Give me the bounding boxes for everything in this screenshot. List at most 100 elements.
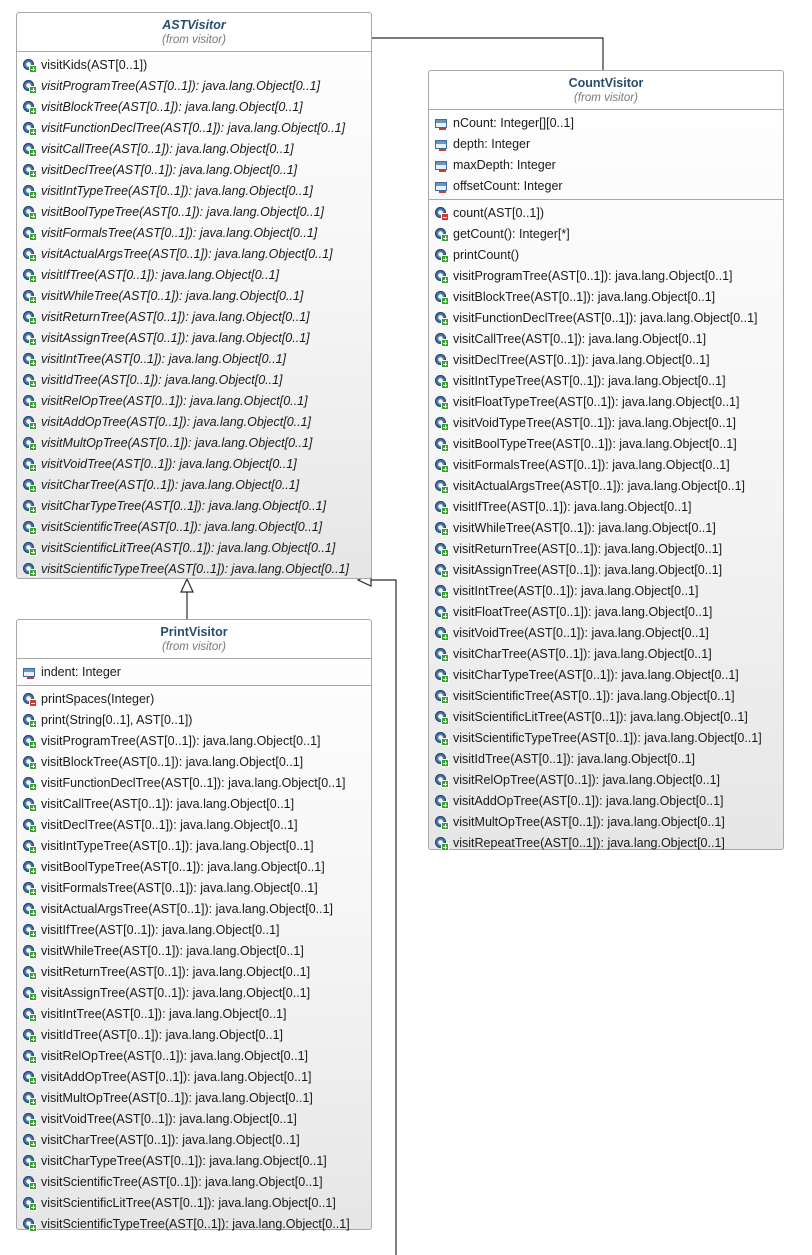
operation-row[interactable]: visitRelOpTree(AST[0..1]): java.lang.Obj… bbox=[429, 770, 783, 791]
class-printvisitor[interactable]: PrintVisitor (from visitor) indent: Inte… bbox=[16, 619, 372, 1232]
operation-row[interactable]: visitFormalsTree(AST[0..1]): java.lang.O… bbox=[429, 455, 783, 476]
operation-row[interactable]: visitRelOpTree(AST[0..1]): java.lang.Obj… bbox=[17, 391, 371, 412]
public-operation-icon bbox=[435, 291, 449, 305]
operation-row[interactable]: visitActualArgsTree(AST[0..1]): java.lan… bbox=[17, 899, 371, 920]
operation-row[interactable]: visitBlockTree(AST[0..1]): java.lang.Obj… bbox=[17, 97, 371, 118]
operation-row[interactable]: visitDeclTree(AST[0..1]): java.lang.Obje… bbox=[17, 815, 371, 836]
operation-text: visitScientificTypeTree(AST[0..1]): java… bbox=[41, 562, 349, 576]
operation-row[interactable]: visitWhileTree(AST[0..1]): java.lang.Obj… bbox=[17, 941, 371, 962]
operation-row[interactable]: visitProgramTree(AST[0..1]): java.lang.O… bbox=[17, 731, 371, 752]
operation-row[interactable]: visitCharTypeTree(AST[0..1]): java.lang.… bbox=[17, 496, 371, 517]
attribute-row[interactable]: maxDepth: Integer bbox=[429, 155, 783, 176]
attribute-row[interactable]: nCount: Integer[][0..1] bbox=[429, 113, 783, 134]
operation-row[interactable]: visitReturnTree(AST[0..1]): java.lang.Ob… bbox=[429, 539, 783, 560]
operation-row[interactable]: visitScientificLitTree(AST[0..1]): java.… bbox=[17, 538, 371, 559]
operation-row[interactable]: visitFunctionDeclTree(AST[0..1]): java.l… bbox=[17, 118, 371, 139]
public-operation-icon bbox=[23, 164, 37, 178]
operation-row[interactable]: visitCallTree(AST[0..1]): java.lang.Obje… bbox=[429, 329, 783, 350]
operation-row[interactable]: visitIdTree(AST[0..1]): java.lang.Object… bbox=[17, 370, 371, 391]
operation-row[interactable]: visitProgramTree(AST[0..1]): java.lang.O… bbox=[429, 266, 783, 287]
operation-row[interactable]: visitBoolTypeTree(AST[0..1]): java.lang.… bbox=[429, 434, 783, 455]
operation-row[interactable]: visitDeclTree(AST[0..1]): java.lang.Obje… bbox=[429, 350, 783, 371]
public-operation-icon bbox=[435, 627, 449, 641]
operation-row[interactable]: visitFormalsTree(AST[0..1]): java.lang.O… bbox=[17, 223, 371, 244]
operation-row[interactable]: visitIdTree(AST[0..1]): java.lang.Object… bbox=[429, 749, 783, 770]
operation-row[interactable]: count(AST[0..1]) bbox=[429, 203, 783, 224]
operation-row[interactable]: visitScientificLitTree(AST[0..1]): java.… bbox=[429, 707, 783, 728]
operation-row[interactable]: getCount(): Integer[*] bbox=[429, 224, 783, 245]
operation-row[interactable]: visitVoidTree(AST[0..1]): java.lang.Obje… bbox=[17, 454, 371, 475]
operation-row[interactable]: visitIntTypeTree(AST[0..1]): java.lang.O… bbox=[17, 836, 371, 857]
operation-row[interactable]: visitKids(AST[0..1]) bbox=[17, 55, 371, 76]
operation-row[interactable]: visitFloatTree(AST[0..1]): java.lang.Obj… bbox=[429, 602, 783, 623]
operation-row[interactable]: visitDeclTree(AST[0..1]): java.lang.Obje… bbox=[17, 160, 371, 181]
operation-row[interactable]: visitIntTree(AST[0..1]): java.lang.Objec… bbox=[17, 1004, 371, 1025]
operation-row[interactable]: visitCharTree(AST[0..1]): java.lang.Obje… bbox=[429, 644, 783, 665]
public-operation-icon bbox=[435, 795, 449, 809]
operation-row[interactable]: visitFunctionDeclTree(AST[0..1]): java.l… bbox=[429, 308, 783, 329]
operations-compartment: count(AST[0..1])getCount(): Integer[*]pr… bbox=[429, 199, 783, 856]
operation-row[interactable]: visitProgramTree(AST[0..1]): java.lang.O… bbox=[17, 76, 371, 97]
operation-row[interactable]: visitIntTree(AST[0..1]): java.lang.Objec… bbox=[429, 581, 783, 602]
operation-row[interactable]: visitScientificTree(AST[0..1]): java.lan… bbox=[17, 517, 371, 538]
attribute-row[interactable]: offsetCount: Integer bbox=[429, 176, 783, 197]
operation-row[interactable]: visitBlockTree(AST[0..1]): java.lang.Obj… bbox=[17, 752, 371, 773]
operation-row[interactable]: visitMultOpTree(AST[0..1]): java.lang.Ob… bbox=[429, 812, 783, 833]
operation-row[interactable]: visitScientificTypeTree(AST[0..1]): java… bbox=[429, 728, 783, 749]
operation-row[interactable]: visitIntTypeTree(AST[0..1]): java.lang.O… bbox=[429, 371, 783, 392]
operation-row[interactable]: visitIfTree(AST[0..1]): java.lang.Object… bbox=[17, 920, 371, 941]
operation-row[interactable]: visitScientificTypeTree(AST[0..1]): java… bbox=[17, 559, 371, 580]
operation-row[interactable]: visitIfTree(AST[0..1]): java.lang.Object… bbox=[17, 265, 371, 286]
operation-row[interactable]: visitReturnTree(AST[0..1]): java.lang.Ob… bbox=[17, 962, 371, 983]
operation-row[interactable]: visitVoidTree(AST[0..1]): java.lang.Obje… bbox=[429, 623, 783, 644]
operation-row[interactable]: visitScientificTree(AST[0..1]): java.lan… bbox=[429, 686, 783, 707]
operation-row[interactable]: visitCallTree(AST[0..1]): java.lang.Obje… bbox=[17, 139, 371, 160]
operation-row[interactable]: printSpaces(Integer) bbox=[17, 689, 371, 710]
operation-row[interactable]: visitAssignTree(AST[0..1]): java.lang.Ob… bbox=[17, 328, 371, 349]
operation-row[interactable]: visitScientificLitTree(AST[0..1]): java.… bbox=[17, 1193, 371, 1214]
operation-row[interactable]: visitRelOpTree(AST[0..1]): java.lang.Obj… bbox=[17, 1046, 371, 1067]
operation-row[interactable]: visitBlockTree(AST[0..1]): java.lang.Obj… bbox=[429, 287, 783, 308]
operation-row[interactable]: visitBoolTypeTree(AST[0..1]): java.lang.… bbox=[17, 202, 371, 223]
attribute-row[interactable]: indent: Integer bbox=[17, 662, 371, 683]
operation-row[interactable]: visitIdTree(AST[0..1]): java.lang.Object… bbox=[17, 1025, 371, 1046]
operation-row[interactable]: visitFunctionDeclTree(AST[0..1]): java.l… bbox=[17, 773, 371, 794]
operation-row[interactable]: visitIfTree(AST[0..1]): java.lang.Object… bbox=[429, 497, 783, 518]
operation-row[interactable]: visitActualArgsTree(AST[0..1]): java.lan… bbox=[17, 244, 371, 265]
operation-row[interactable]: visitRepeatTree(AST[0..1]): java.lang.Ob… bbox=[429, 833, 783, 854]
operation-row[interactable]: visitScientificTypeTree(AST[0..1]): java… bbox=[17, 1214, 371, 1235]
operation-row[interactable]: visitBoolTypeTree(AST[0..1]): java.lang.… bbox=[17, 857, 371, 878]
operation-row[interactable]: visitAssignTree(AST[0..1]): java.lang.Ob… bbox=[429, 560, 783, 581]
public-operation-icon bbox=[23, 101, 37, 115]
operation-text: visitProgramTree(AST[0..1]): java.lang.O… bbox=[41, 734, 321, 748]
operation-row[interactable]: visitActualArgsTree(AST[0..1]): java.lan… bbox=[429, 476, 783, 497]
public-operation-icon bbox=[23, 840, 37, 854]
operation-row[interactable]: visitReturnTree(AST[0..1]): java.lang.Ob… bbox=[17, 307, 371, 328]
operation-row[interactable]: visitFormalsTree(AST[0..1]): java.lang.O… bbox=[17, 878, 371, 899]
operation-row[interactable]: visitAddOpTree(AST[0..1]): java.lang.Obj… bbox=[17, 1067, 371, 1088]
operation-row[interactable]: visitScientificTree(AST[0..1]): java.lan… bbox=[17, 1172, 371, 1193]
operation-row[interactable]: visitWhileTree(AST[0..1]): java.lang.Obj… bbox=[17, 286, 371, 307]
operation-row[interactable]: visitCharTypeTree(AST[0..1]): java.lang.… bbox=[429, 665, 783, 686]
operation-row[interactable]: visitCharTree(AST[0..1]): java.lang.Obje… bbox=[17, 1130, 371, 1151]
operation-row[interactable]: visitFloatTypeTree(AST[0..1]): java.lang… bbox=[429, 392, 783, 413]
operation-row[interactable]: visitIntTypeTree(AST[0..1]): java.lang.O… bbox=[17, 181, 371, 202]
attribute-row[interactable]: depth: Integer bbox=[429, 134, 783, 155]
operation-row[interactable]: visitAddOpTree(AST[0..1]): java.lang.Obj… bbox=[17, 412, 371, 433]
operation-row[interactable]: visitCharTree(AST[0..1]): java.lang.Obje… bbox=[17, 475, 371, 496]
operation-row[interactable]: visitVoidTree(AST[0..1]): java.lang.Obje… bbox=[17, 1109, 371, 1130]
class-countvisitor[interactable]: CountVisitor (from visitor) nCount: Inte… bbox=[428, 70, 784, 851]
operation-row[interactable]: visitMultOpTree(AST[0..1]): java.lang.Ob… bbox=[17, 1088, 371, 1109]
operation-row[interactable]: visitAssignTree(AST[0..1]): java.lang.Ob… bbox=[17, 983, 371, 1004]
operation-row[interactable]: visitCallTree(AST[0..1]): java.lang.Obje… bbox=[17, 794, 371, 815]
operation-row[interactable]: visitCharTypeTree(AST[0..1]): java.lang.… bbox=[17, 1151, 371, 1172]
operation-row[interactable]: visitVoidTypeTree(AST[0..1]): java.lang.… bbox=[429, 413, 783, 434]
operation-row[interactable]: print(String[0..1], AST[0..1]) bbox=[17, 710, 371, 731]
class-astvisitor[interactable]: ASTVisitor (from visitor) visitKids(AST[… bbox=[16, 12, 372, 579]
operation-row[interactable]: visitIntTree(AST[0..1]): java.lang.Objec… bbox=[17, 349, 371, 370]
operation-row[interactable]: visitAddOpTree(AST[0..1]): java.lang.Obj… bbox=[429, 791, 783, 812]
operation-row[interactable]: printCount() bbox=[429, 245, 783, 266]
operation-row[interactable]: visitWhileTree(AST[0..1]): java.lang.Obj… bbox=[429, 518, 783, 539]
operation-text: visitScientificLitTree(AST[0..1]): java.… bbox=[41, 1196, 336, 1210]
operation-row[interactable]: visitMultOpTree(AST[0..1]): java.lang.Ob… bbox=[17, 433, 371, 454]
